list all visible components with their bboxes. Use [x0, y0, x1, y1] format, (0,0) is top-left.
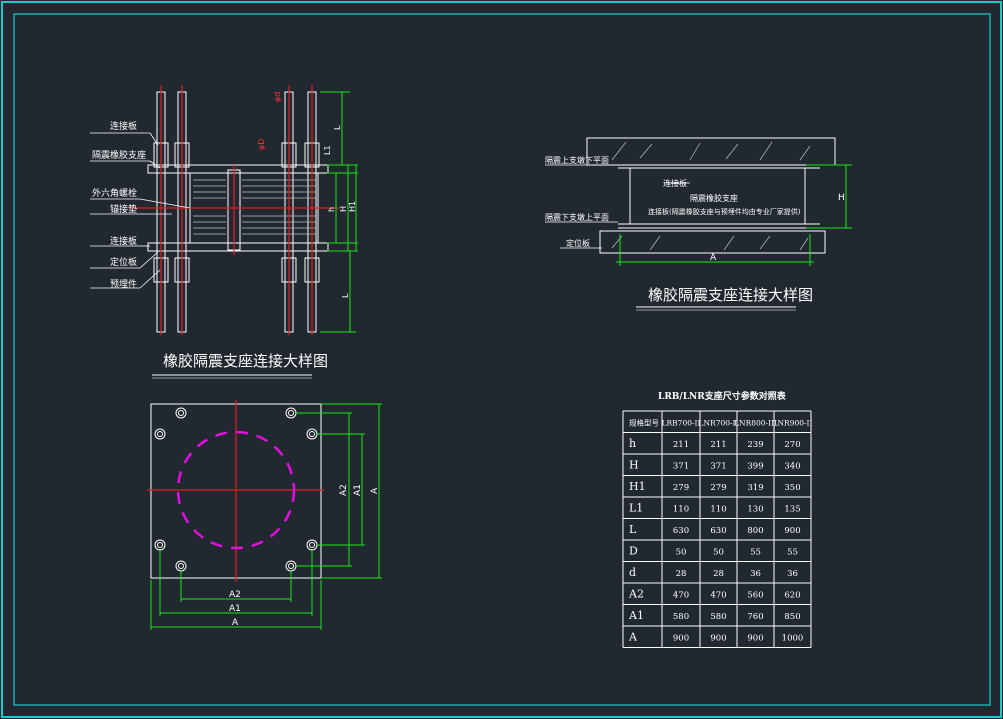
table-cell: 900: [710, 633, 726, 643]
table-cell: 630: [710, 526, 726, 536]
label-anchor-pad: 锚接垫: [110, 203, 137, 215]
table-cell: 319: [747, 483, 763, 493]
table-cell: 211: [673, 440, 689, 450]
table-cell: 470: [710, 590, 726, 600]
table-cell: 760: [747, 612, 763, 622]
table-cell: 850: [784, 612, 800, 622]
table-cell: 399: [747, 461, 763, 471]
table-cell: 55: [787, 547, 798, 557]
table-row-label: H: [629, 458, 639, 471]
table-cell: 279: [710, 483, 726, 493]
table-cell: 371: [710, 461, 726, 471]
table-cell: 580: [673, 612, 689, 622]
inner-frame: [13, 13, 991, 706]
table-cell: 36: [750, 569, 761, 579]
table-cell: 239: [747, 440, 763, 450]
table-cell: 620: [784, 590, 800, 600]
table-cell: 340: [784, 461, 800, 471]
label-locating-plate: 定位板: [110, 256, 137, 268]
table-title: LRB/LNR支座尺寸参数对照表: [658, 390, 787, 402]
table-header-cell: LNR800-III: [734, 418, 777, 427]
dim-phi-D: φD: [257, 139, 266, 150]
table-cell: 36: [787, 569, 798, 579]
table-row-label: A: [628, 630, 638, 643]
label-bearing: 隔震橡胶支座: [92, 149, 146, 161]
dim-right-H: H: [838, 193, 845, 203]
table-cell: 211: [710, 440, 726, 450]
table-cell: 900: [673, 633, 689, 643]
table-cell: 130: [747, 504, 763, 514]
dim-L-bottom: L: [341, 293, 350, 298]
dim-h: h: [327, 207, 336, 212]
label-right-locating-plate: 定位板: [566, 238, 590, 248]
label-right-connect-note: 连接板(隔震橡胶支座与预埋件均由专业厂家提供): [648, 207, 801, 216]
table-row-label: h: [629, 437, 636, 450]
table-cell: 50: [676, 547, 687, 557]
label-connect-plate-bottom: 连接板: [110, 235, 137, 247]
label-embedded-part: 预埋件: [110, 278, 137, 290]
dim-plan-A-side: A: [370, 487, 380, 494]
table-row-label: A2: [628, 587, 644, 600]
table-row-label: L: [629, 523, 637, 536]
dim-H: H: [339, 206, 348, 212]
dim-phi-d: φd: [273, 92, 282, 102]
table-row-label: H1: [629, 480, 646, 493]
dim-H1: H1: [348, 201, 357, 212]
label-right-connect-plate: 连接板: [663, 178, 687, 188]
table-cell: 630: [673, 526, 689, 536]
table-cell: 50: [713, 547, 724, 557]
label-right-bearing: 隔震橡胶支座: [690, 193, 738, 203]
label-hex-bolt: 外六角螺栓: [92, 187, 137, 199]
table-header-cell: 规格型号: [629, 417, 659, 427]
table-cell: 800: [747, 526, 763, 536]
table-row-label: L1: [629, 501, 643, 514]
table-row-label: d: [629, 566, 636, 579]
dim-plan-A1-bottom: A1: [229, 604, 241, 614]
table-row-label: D: [629, 544, 638, 557]
label-connect-plate-top: 连接板: [110, 120, 137, 132]
table-row-label: A1: [628, 609, 644, 622]
table-cell: 28: [676, 569, 687, 579]
dim-plan-A2-bottom: A2: [229, 590, 241, 600]
side-section-detail: [90, 85, 358, 335]
rubber-layers: [193, 179, 316, 235]
table-cell: 580: [710, 612, 726, 622]
table-cell: 900: [784, 526, 800, 536]
plan-view: A2 A1 A A2 A1 A: [147, 400, 382, 630]
table-cell: 371: [673, 461, 689, 471]
label-lower-pier: 隔震下支墩上平面: [545, 212, 609, 222]
dim-plan-A-bottom: A: [232, 618, 239, 628]
table-cell: 900: [747, 633, 763, 643]
table-cell: 560: [747, 590, 763, 600]
table-cell: 1000: [782, 633, 804, 643]
right-section-detail: 隔震上支墩下平面 连接板 隔震橡胶支座 连接板(隔震橡胶支座与预埋件均由专业厂家…: [545, 137, 852, 311]
table-cell: 55: [750, 547, 761, 557]
dim-L1: L1: [323, 145, 332, 155]
table-cell: 135: [784, 504, 800, 514]
table-header-cell: LRB700-II: [662, 418, 701, 427]
table-cell: 470: [673, 590, 689, 600]
table-cell: 110: [673, 504, 689, 514]
table-cell: 110: [710, 504, 726, 514]
label-upper-pier: 隔震上支墩下平面: [545, 155, 609, 165]
table-cell: 350: [784, 483, 800, 493]
table-header-cell: LNR900-II: [773, 418, 813, 427]
dim-plan-A1-side: A1: [353, 484, 363, 496]
table-cell: 28: [713, 569, 724, 579]
dim-right-A: A: [710, 253, 717, 263]
dim-L-top: L: [333, 125, 342, 130]
table-header-cell: LNR700-II: [699, 418, 739, 427]
dim-plan-A2-side: A2: [339, 484, 349, 496]
side-section-labels: 连接板 隔震橡胶支座 外六角螺栓 锚接垫 连接板 定位板 预埋件 φd φD L…: [92, 92, 357, 379]
title-left: 橡胶隔震支座连接大样图: [163, 352, 328, 370]
table-cell: 279: [673, 483, 689, 493]
title-right: 橡胶隔震支座连接大样图: [648, 286, 813, 304]
table-cell: 270: [784, 440, 800, 450]
